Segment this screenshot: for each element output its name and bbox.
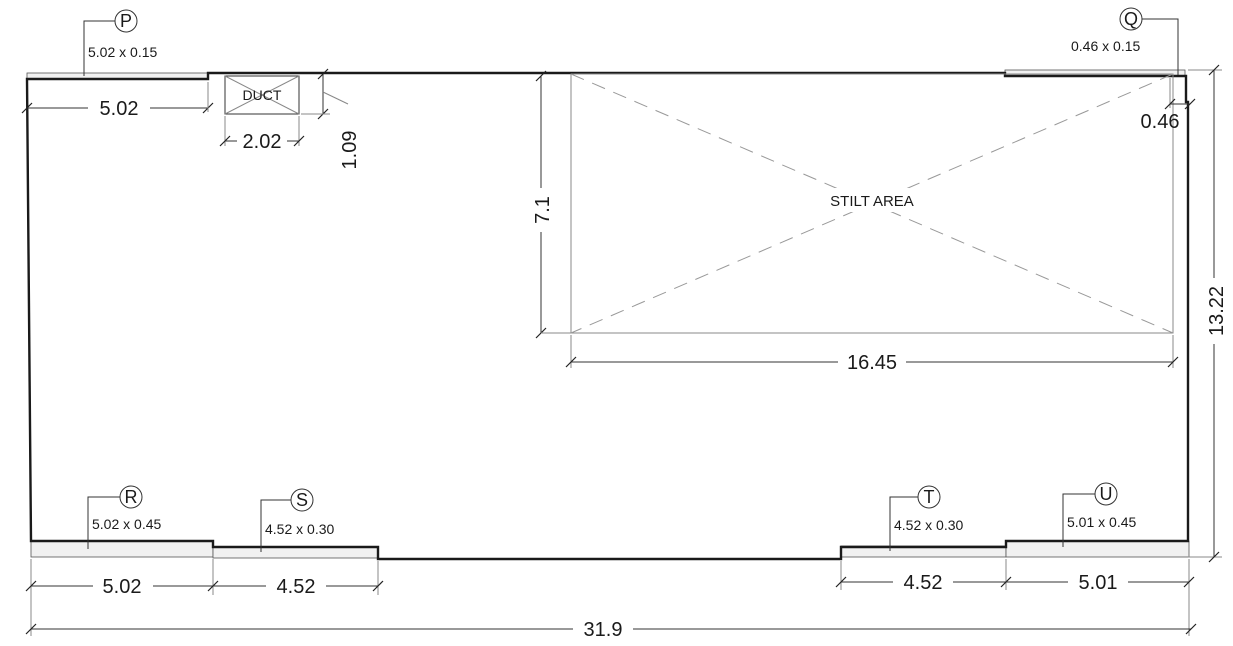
dimension-text: 2.02	[243, 131, 282, 153]
dimension-u-bottom: 5.01	[1006, 559, 1195, 636]
dimension-text: 7.1	[532, 196, 554, 224]
tag-size: 5.02 x 0.15	[88, 44, 157, 60]
dimension-q-right: 0.46	[1141, 78, 1196, 133]
dimension-text: 5.01	[1079, 572, 1118, 594]
dimension-text: 31.9	[584, 619, 623, 641]
dimension-text: 0.46	[1141, 111, 1180, 133]
dimension-duct-depth: 1.09	[301, 68, 361, 170]
tag-letter: P	[120, 11, 132, 31]
tag-size: 5.02 x 0.45	[92, 516, 161, 532]
tag-size: 4.52 x 0.30	[894, 517, 963, 533]
tag-letter: S	[296, 490, 308, 510]
tag-s: S 4.52 x 0.30	[260, 488, 334, 552]
tag-size: 0.46 x 0.15	[1071, 38, 1140, 54]
dimension-text: 4.52	[904, 572, 943, 594]
projection-u	[1005, 540, 1190, 558]
tag-q: Q 0.46 x 0.15	[1071, 7, 1179, 75]
duct-cross-b	[224, 75, 300, 115]
dimension-text: 13.22	[1206, 286, 1228, 336]
dimension-stilt-width: 16.45	[565, 335, 1179, 374]
dimension-stilt-depth: 7.1	[532, 70, 571, 339]
dimension-duct-width: 2.02	[219, 116, 305, 153]
building-outline	[25, 71, 1190, 561]
tag-letter: T	[924, 487, 935, 507]
dimension-text: 16.45	[847, 352, 897, 374]
tag-size: 4.52 x 0.30	[265, 521, 334, 537]
projection-s	[212, 546, 379, 559]
dimension-text: 1.09	[339, 131, 361, 170]
tag-letter: R	[125, 487, 138, 507]
dimension-text: 5.02	[103, 576, 142, 598]
dimension-overall-depth: 13.22	[1188, 64, 1228, 563]
tag-r: R 5.02 x 0.45	[87, 485, 161, 549]
tag-letter: Q	[1124, 9, 1138, 29]
dimension-s-bottom: 4.52	[213, 561, 384, 598]
duct-box	[224, 75, 300, 115]
duct-label: DUCT	[243, 87, 282, 103]
dimension-p-left: 5.02	[21, 82, 214, 120]
stilt-area-label: STILT AREA	[830, 193, 914, 210]
dimension-r-bottom: 5.02	[25, 559, 219, 600]
projection-r	[30, 540, 214, 558]
tag-p: P 5.02 x 0.15	[83, 9, 157, 76]
dimension-overall-length: 31.9	[25, 600, 1197, 641]
dimension-text: 5.02	[100, 98, 139, 120]
stilt-label-mask	[808, 188, 938, 212]
tag-size: 5.01 x 0.45	[1067, 514, 1136, 530]
dimension-text: 4.52	[277, 576, 316, 598]
tag-u: U 5.01 x 0.45	[1062, 482, 1136, 547]
tag-letter: U	[1100, 484, 1113, 504]
stilt-area-box	[570, 73, 1174, 334]
dimension-t-bottom: 4.52	[835, 559, 1012, 594]
tag-t: T 4.52 x 0.30	[889, 485, 963, 551]
